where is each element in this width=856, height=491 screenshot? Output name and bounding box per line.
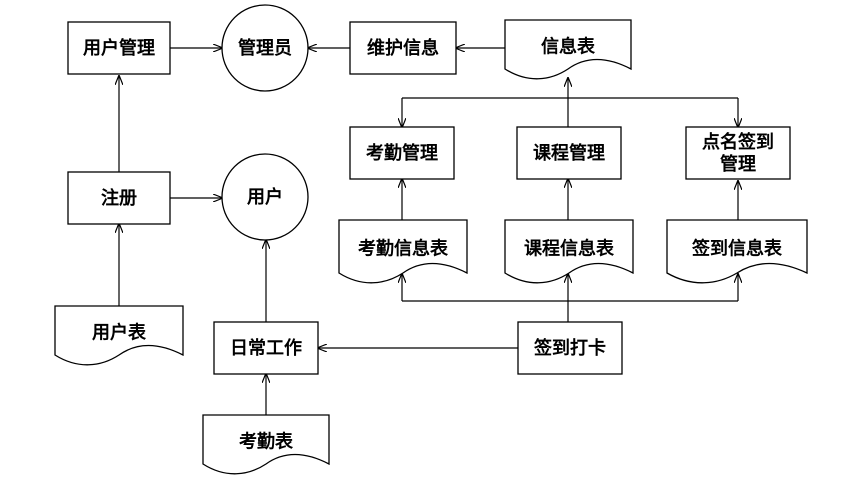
node-admin: 管理员 [221,4,309,92]
node-attendance-info: 考勤信息表 [338,219,468,284]
node-user-mgmt-label: 用户管理 [83,37,155,59]
node-info-table: 信息表 [504,19,632,80]
node-course-info-shape [504,219,634,284]
node-info-table-shape [504,19,632,80]
node-register: 注册 [67,171,171,225]
node-attendance-info-label: 考勤信息表 [358,238,449,260]
node-attendance-table: 考勤表 [202,414,330,475]
node-rollcall-mgmt-label-line: 点名签到 [702,131,774,153]
node-attendance-mgmt-shape [349,126,455,180]
node-user-mgmt-shape [67,21,171,75]
node-maintain-info-shape [349,21,457,75]
node-user-table-label: 用户表 [92,322,147,344]
node-user-mgmt: 用户管理 [67,21,171,75]
node-course-info: 课程信息表 [504,219,634,284]
node-user-table: 用户表 [54,305,184,366]
node-checkin-info-shape [666,219,808,284]
node-attendance-info-shape [338,219,468,284]
node-daily-work: 日常工作 [213,321,319,375]
edges [119,48,738,415]
node-info-table-label: 信息表 [541,36,596,58]
node-rollcall-mgmt-shape [685,126,791,180]
node-attendance-mgmt: 考勤管理 [349,126,455,180]
node-register-label: 注册 [101,187,137,209]
node-course-mgmt: 课程管理 [516,126,622,180]
node-checkin-punch: 签到打卡 [517,321,623,375]
node-maintain-info: 维护信息 [349,21,457,75]
node-checkin-info-label: 签到信息表 [691,238,783,260]
node-course-mgmt-shape [516,126,622,180]
node-rollcall-mgmt: 点名签到管理 [685,126,791,180]
node-rollcall-mgmt-label: 点名签到管理 [702,131,774,175]
node-user: 用户 [221,153,309,241]
node-maintain-info-label: 维护信息 [367,37,439,59]
node-checkin-info: 签到信息表 [666,219,808,284]
node-user-shape [221,153,309,241]
node-attendance-mgmt-label: 考勤管理 [366,142,438,164]
node-admin-shape [221,4,309,92]
node-user-table-shape [54,305,184,366]
node-daily-work-label: 日常工作 [230,337,302,359]
node-register-shape [67,171,171,225]
node-checkin-punch-shape [517,321,623,375]
node-daily-work-shape [213,321,319,375]
node-user-label: 用户 [247,186,283,208]
node-course-info-label: 课程信息表 [524,238,615,260]
node-course-mgmt-label: 课程管理 [533,142,605,164]
node-attendance-table-shape [202,414,330,475]
node-rollcall-mgmt-label-line: 管理 [720,153,756,175]
node-admin-label: 管理员 [238,37,292,59]
node-attendance-table-label: 考勤表 [239,431,294,453]
node-checkin-punch-label: 签到打卡 [533,337,606,359]
